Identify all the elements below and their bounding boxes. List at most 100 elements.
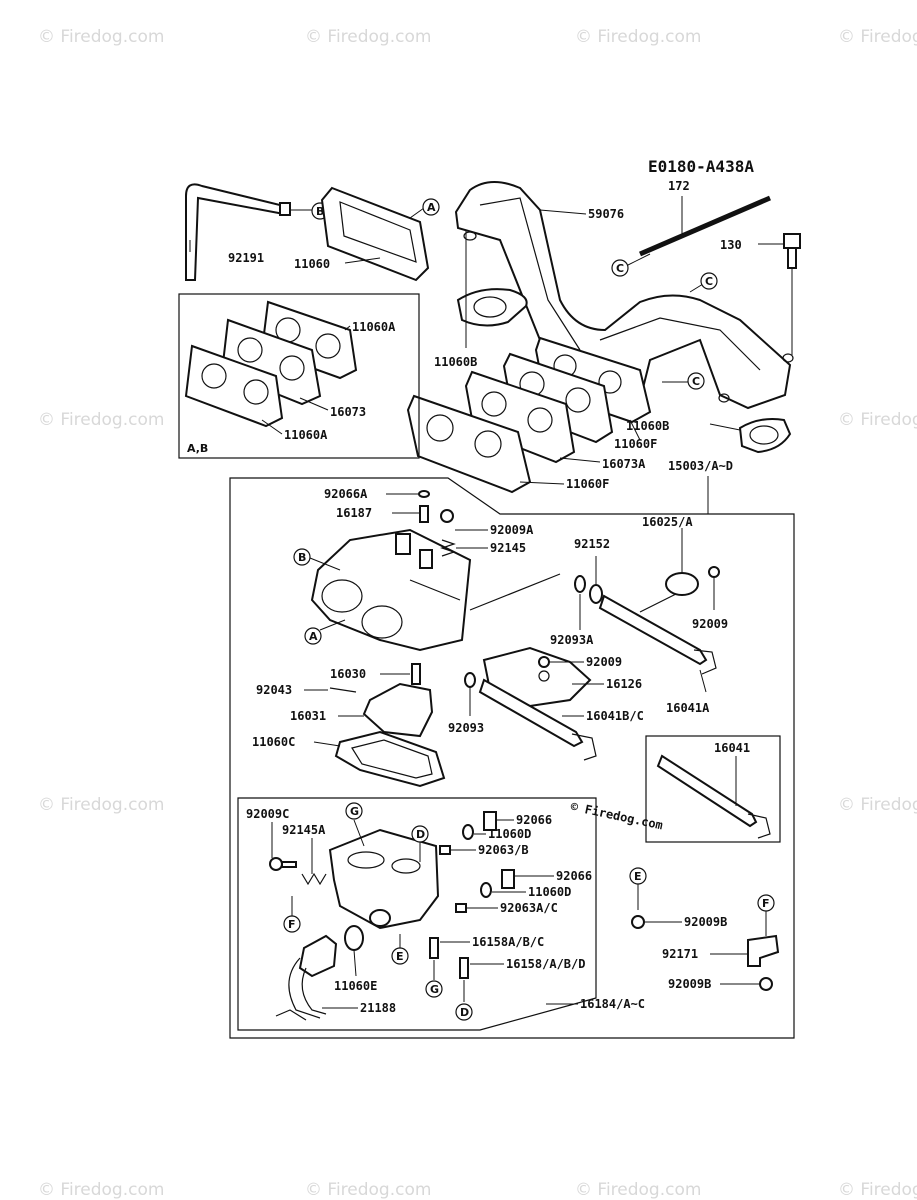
label-11060b-1: 11060B — [434, 355, 477, 369]
label-92063ac: 92063A/C — [500, 901, 558, 915]
ref-letter-a: A — [309, 630, 318, 643]
leader-line — [699, 669, 707, 693]
ref-circle-f — [283, 915, 301, 933]
gasket-11060b — [456, 288, 528, 327]
watermark: © Firedog.com — [305, 27, 431, 47]
hose-end — [279, 202, 291, 216]
sub-box-16041 — [645, 735, 781, 843]
plug-92066 — [501, 869, 515, 889]
label-11060a-1: 11060A — [352, 320, 396, 334]
watermark: © Firedog.com — [838, 410, 917, 430]
carburetor-assembly-box — [229, 477, 795, 1039]
watermark: © Firedog.com — [38, 795, 164, 815]
plate-hole — [538, 670, 550, 682]
gasket-11060f-2 — [406, 394, 532, 494]
leader-line — [313, 741, 341, 747]
label-92009c: 92009C — [246, 807, 289, 821]
label-92152: 92152 — [574, 537, 610, 551]
watermark: © Firedog.com — [38, 410, 164, 430]
bowl-cavity — [391, 858, 421, 874]
gasket-opening — [474, 430, 502, 458]
ref-letter-c: C — [692, 375, 700, 388]
leader-line — [519, 481, 565, 485]
label-11060a-2: 11060A — [284, 428, 328, 442]
shaft-lever — [571, 733, 597, 761]
ref-letter-g: G — [430, 983, 439, 996]
leader-line — [261, 419, 283, 435]
leader-line — [625, 253, 651, 267]
label-11060c: 11060C — [252, 735, 295, 749]
label-11060e: 11060E — [334, 979, 377, 993]
label-92009-2: 92009 — [586, 655, 622, 669]
breather-hose — [185, 183, 285, 281]
ref-circle-c — [687, 372, 705, 390]
screw-92009c-shank — [281, 861, 297, 868]
screw-92009b — [631, 915, 645, 929]
leader-line — [344, 257, 381, 264]
shaft-guide-line — [469, 573, 561, 611]
label-11060f-1: 11060F — [614, 437, 657, 451]
watermark: © Firedog.com — [838, 795, 917, 815]
gasket-11060c — [334, 730, 446, 788]
label-16073: 16073 — [330, 405, 366, 419]
screw-92009c — [269, 857, 283, 871]
gasket-opening — [598, 370, 622, 394]
oring-92066a — [418, 490, 430, 498]
gasket-11060 — [320, 186, 430, 282]
plate-guide-line — [639, 593, 677, 613]
ref-letter-c: C — [616, 262, 624, 275]
manifold-bolt-hole — [718, 393, 730, 403]
ref-circle-g — [425, 980, 443, 998]
seal-92093 — [464, 672, 476, 688]
gasket-opening — [339, 201, 417, 263]
jet-92063 — [455, 903, 467, 913]
label-16031: 16031 — [290, 709, 326, 723]
gasket-opening — [351, 739, 433, 779]
label-92063b: 92063/B — [478, 843, 529, 857]
jet-16187 — [419, 505, 429, 523]
shaft-lever — [693, 649, 717, 675]
leader-line — [299, 397, 329, 411]
bowl-assembly-box — [237, 797, 597, 1031]
gasket-opening — [201, 363, 227, 389]
carb-bore — [361, 605, 403, 639]
shaft-16041bc — [478, 678, 584, 748]
leader-line — [409, 207, 425, 219]
ref-circle-b — [293, 548, 311, 566]
watermark: © Firedog.com — [838, 27, 917, 47]
label-16025: 16025/A — [642, 515, 693, 529]
shaft-lever — [747, 813, 771, 839]
bracket-92171 — [747, 934, 780, 967]
gasket-opening — [565, 387, 591, 413]
solenoid-21188 — [298, 934, 338, 978]
copyright-mark: © Firedog.com — [569, 799, 664, 832]
gasket-11060f — [502, 352, 614, 444]
label-92066-2: 92066 — [556, 869, 592, 883]
carb-contour — [409, 579, 461, 601]
ref-circle-c — [611, 259, 629, 277]
gasket-opening — [426, 414, 454, 442]
label-11060d-1: 11060D — [488, 827, 531, 841]
gasket-11060d — [462, 824, 474, 840]
ref-circle-d — [455, 1003, 473, 1021]
label-16041a: 16041A — [666, 701, 710, 715]
gasket-11060b — [738, 418, 792, 454]
watermark: © Firedog.com — [38, 27, 164, 47]
ref-circle-e — [391, 947, 409, 965]
gasket-opening — [473, 296, 507, 318]
leader-line — [353, 949, 357, 977]
label-16030: 16030 — [330, 667, 366, 681]
sub-box-ab — [178, 293, 420, 459]
gasket-11060f — [534, 336, 652, 424]
screw-92009b — [759, 977, 773, 991]
label-92009b-1: 92009B — [684, 915, 727, 929]
watermark-layer: © Firedog.com © Firedog.com © Firedog.co… — [38, 27, 917, 1200]
screw-92009 — [538, 656, 550, 668]
carb-bore — [321, 579, 363, 613]
bolt-130-shank — [787, 247, 797, 269]
leader-line — [709, 423, 741, 431]
spacer-16073a — [464, 370, 576, 464]
sub-box-ab-label: A,B — [187, 442, 208, 455]
ref-letter-g: G — [350, 805, 359, 818]
